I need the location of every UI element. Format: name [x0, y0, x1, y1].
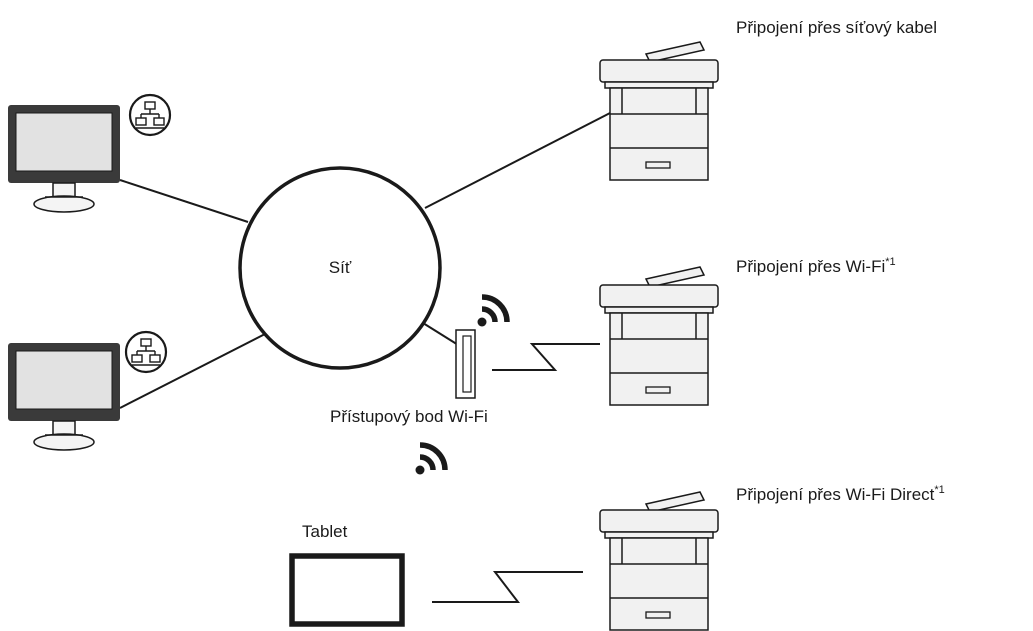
monitor-icon: [7, 104, 121, 213]
printer-icon: [599, 491, 719, 631]
wifi-signal-icon: [478, 297, 508, 327]
connection-label-wifi-direct: Připojení přes Wi-Fi Direct*1: [736, 485, 945, 505]
wireless-link-wifi-direct: [432, 571, 583, 603]
printer-icon: [599, 41, 719, 181]
monitor-icon: [7, 342, 121, 451]
access-point-label: Přístupový bod Wi-Fi: [330, 407, 488, 426]
connection-text: Připojení přes síťový kabel: [736, 18, 938, 37]
network-label: Síť: [328, 258, 352, 277]
connection-label-cable: Připojení přes síťový kabel: [736, 18, 937, 38]
access-point-icon: [455, 329, 476, 399]
tablet-icon: [289, 553, 405, 627]
printer-icon: [599, 266, 719, 406]
cable-computer-2: [119, 333, 266, 409]
network-circle: [238, 166, 442, 370]
lan-network-icon: [124, 330, 168, 374]
cable-computer-1: [119, 179, 249, 223]
footnote-marker: *1: [934, 484, 945, 496]
connection-text: Připojení přes Wi-Fi: [736, 257, 886, 276]
lan-network-icon: [128, 93, 172, 137]
wireless-link-wifi: [492, 343, 600, 371]
wifi-signal-icon: [416, 445, 446, 475]
connection-label-wifi: Připojení přes Wi-Fi*1: [736, 257, 896, 277]
footnote-marker: *1: [885, 256, 896, 268]
tablet-label: Tablet: [302, 522, 348, 541]
cable-printer-1: [424, 111, 613, 209]
connection-text: Připojení přes Wi-Fi Direct: [736, 485, 935, 504]
